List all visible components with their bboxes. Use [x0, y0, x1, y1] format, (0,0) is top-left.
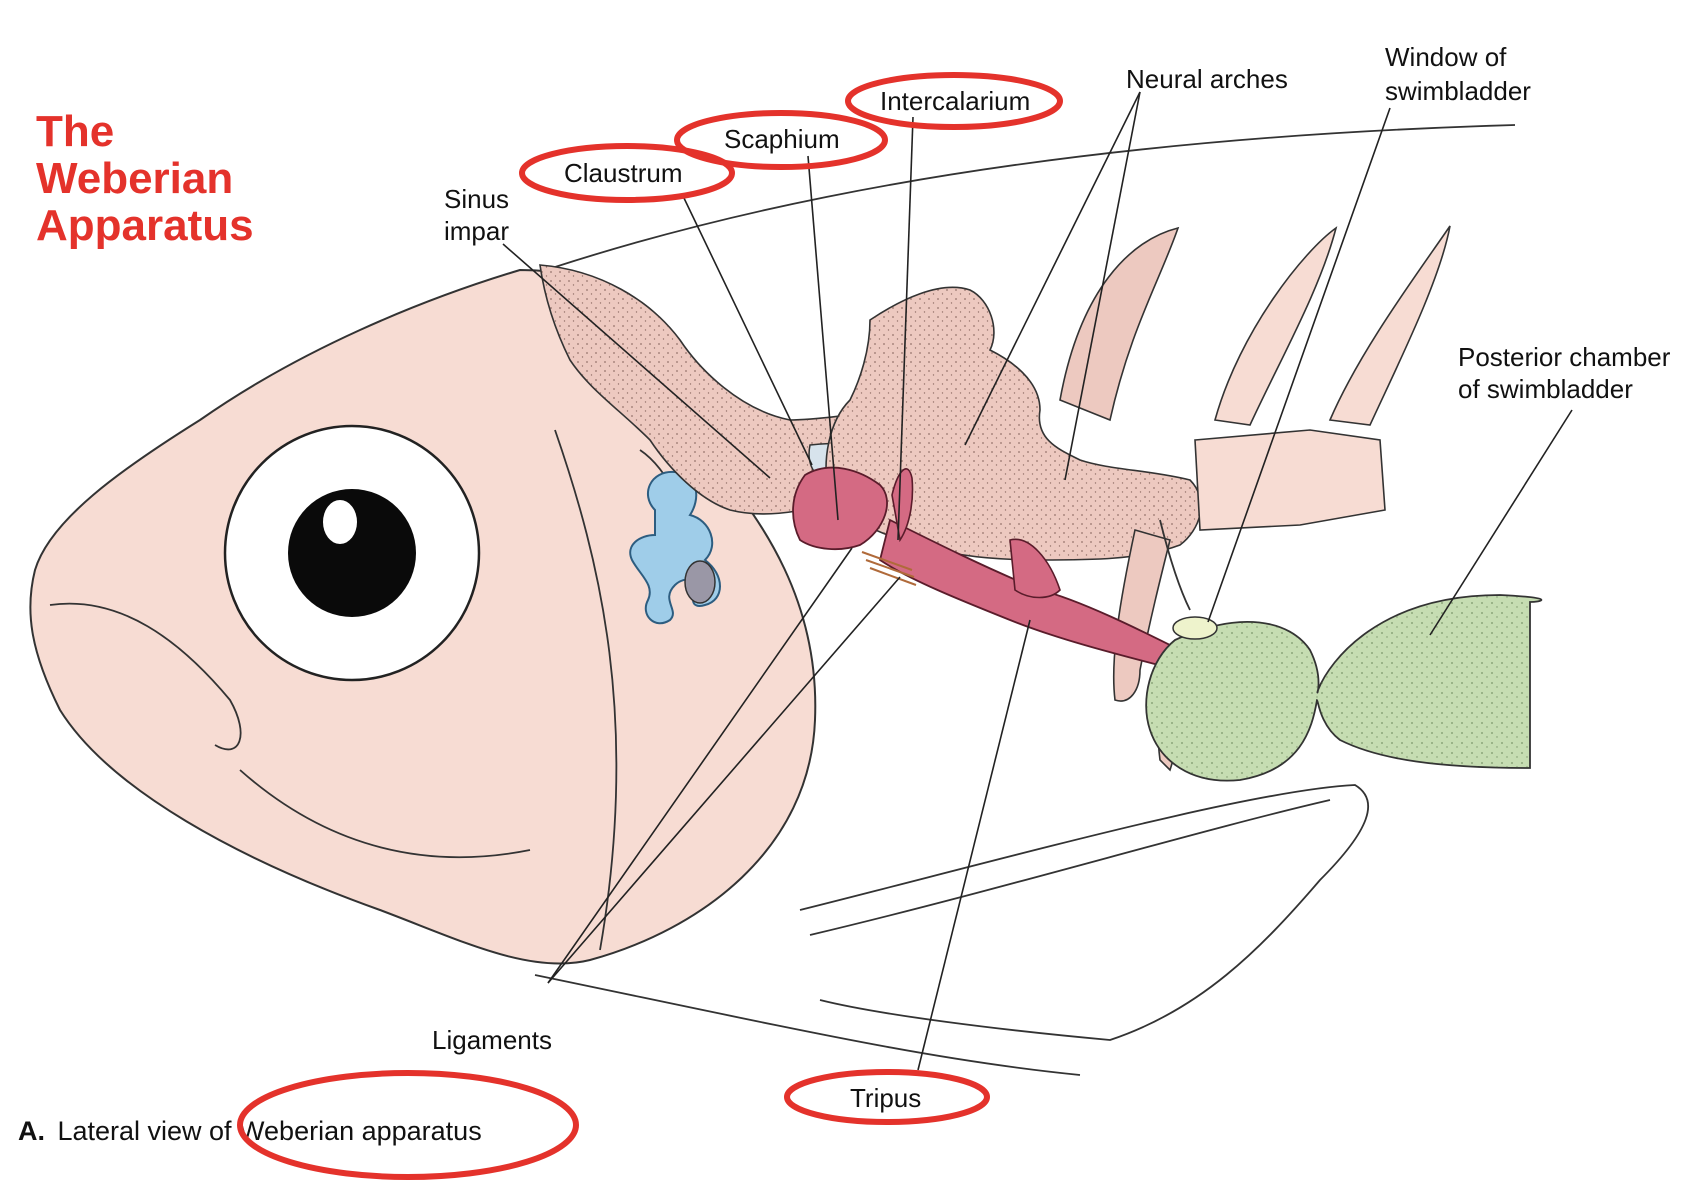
title-line-1: The: [36, 107, 114, 156]
caption-text: Lateral view of Weberian apparatus: [57, 1116, 481, 1146]
label-claustrum: Claustrum: [564, 158, 682, 188]
body-ventral-outline: [534, 974, 1081, 1076]
figure-caption: A. Lateral view of Weberian apparatus: [18, 1116, 482, 1146]
diagram-title: The Weberian Apparatus: [36, 107, 254, 250]
highlight-claustrum: [519, 143, 735, 203]
label-tripus: Tripus: [850, 1083, 921, 1113]
label-window-line-1: Window of: [1385, 42, 1507, 72]
label-scaphium: Scaphium: [724, 124, 840, 154]
leader-lines: [502, 91, 1573, 1071]
label-sinus-impar-line-2: impar: [444, 216, 509, 246]
eye: [223, 424, 481, 682]
swimbladder: [1145, 594, 1543, 782]
highlight-weberian-apparatus: [237, 1070, 579, 1180]
highlight-scaphium: [674, 110, 888, 170]
label-posterior-chamber-line-1: Posterior chamber: [1458, 342, 1671, 372]
pectoral-fin: [799, 784, 1370, 1041]
title-line-2: Weberian: [36, 154, 233, 203]
caption-letter: A.: [18, 1116, 45, 1146]
label-posterior-chamber-line-2: of swimbladder: [1458, 374, 1633, 404]
weberian-ossicles: [792, 466, 1190, 670]
label-ligaments: Ligaments: [432, 1025, 552, 1055]
label-window-line-2: swimbladder: [1385, 76, 1531, 106]
label-intercalarium: Intercalarium: [880, 86, 1030, 116]
inner-ear: [629, 470, 721, 625]
highlight-circles: [237, 72, 1063, 1180]
label-sinus-impar-line-1: Sinus: [444, 184, 509, 214]
label-neural-arches: Neural arches: [1126, 64, 1288, 94]
title-line-3: Apparatus: [36, 201, 254, 250]
highlight-tripus: [784, 1069, 990, 1125]
highlight-intercalarium: [845, 72, 1063, 130]
